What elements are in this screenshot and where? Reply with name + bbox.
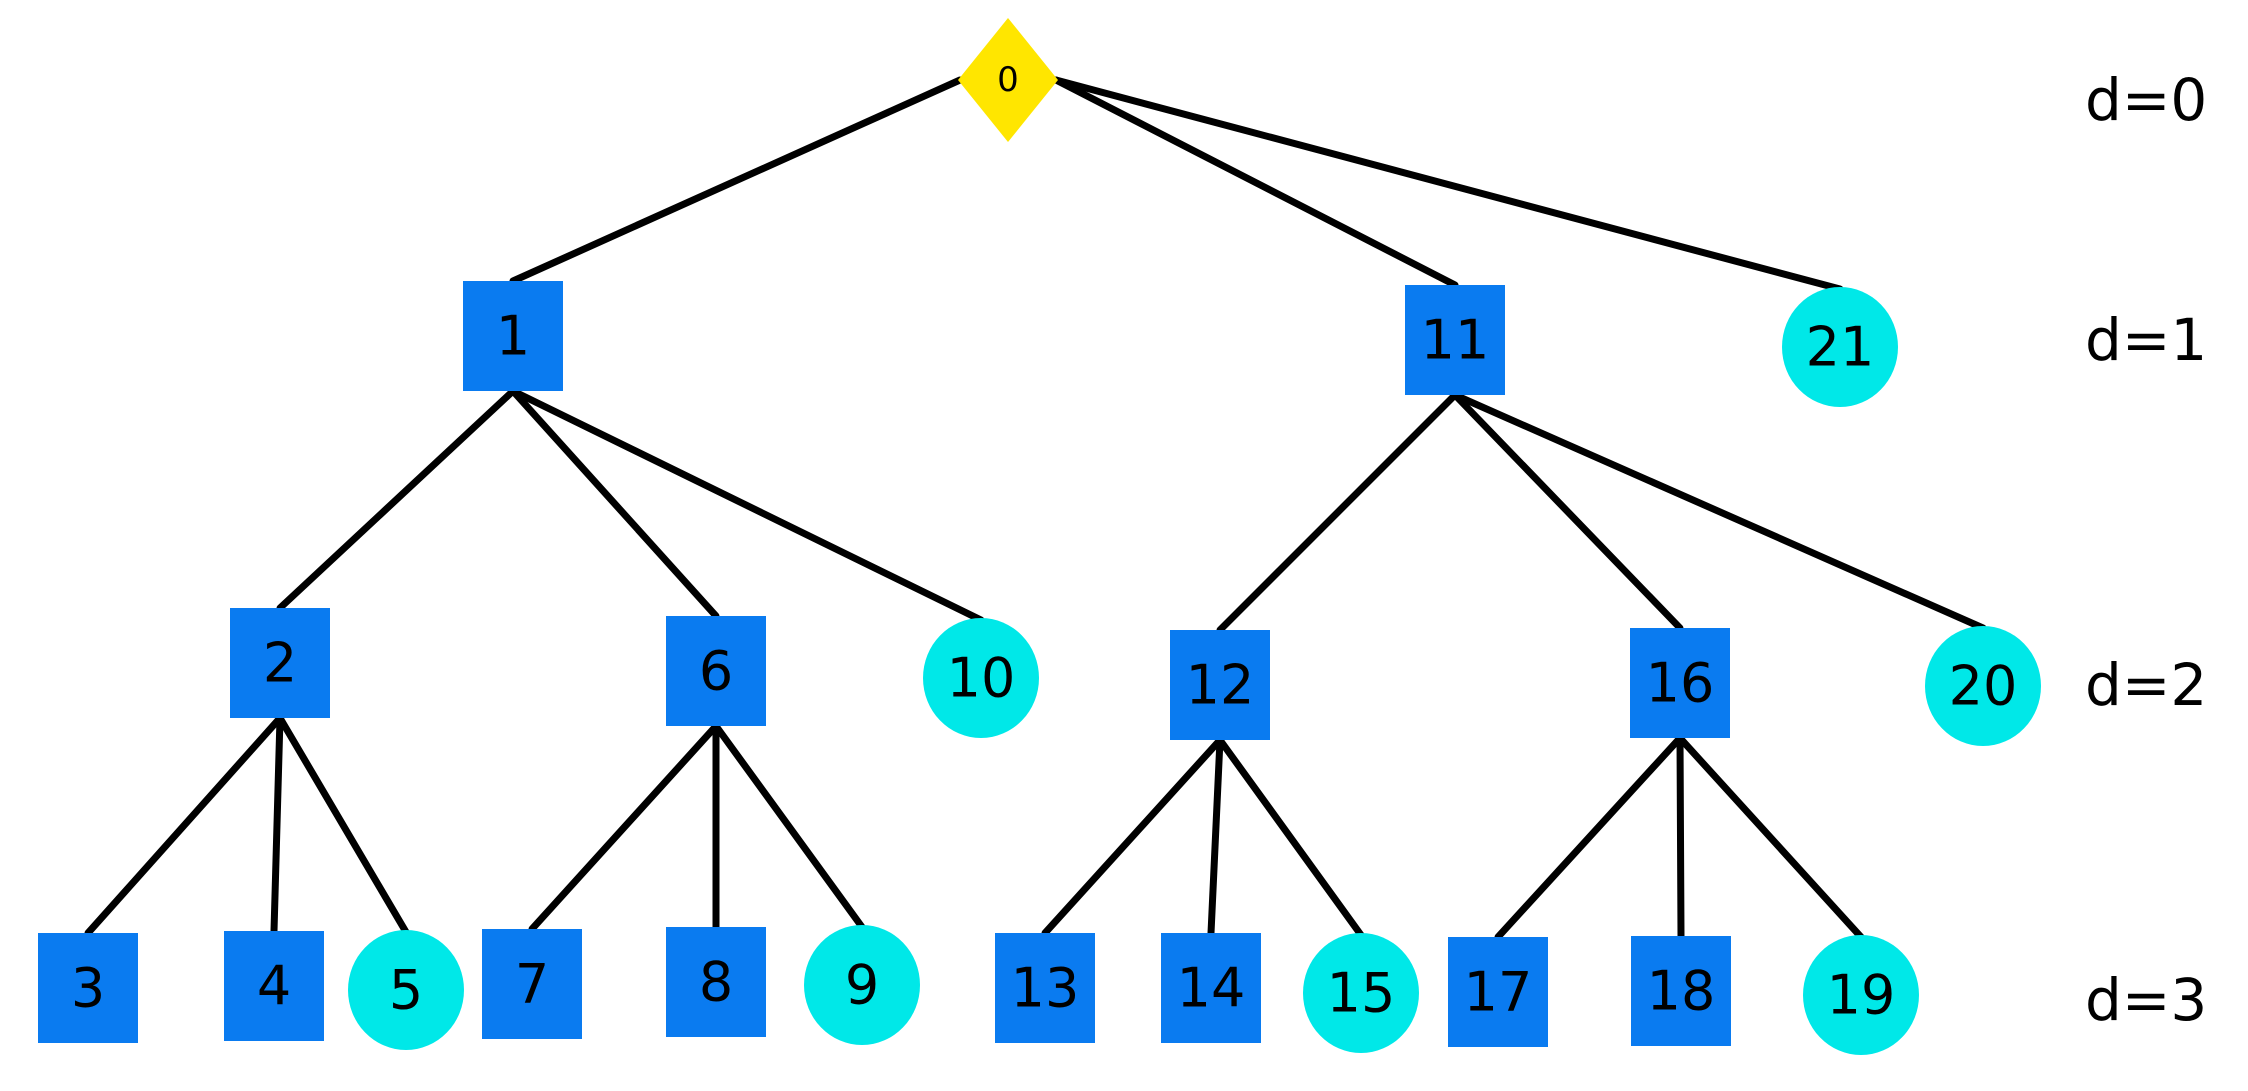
square-node-shape [1631, 936, 1731, 1046]
square-node-shape [1161, 933, 1261, 1043]
depth-labels: d=0 d=1 d=2 d=3 [2085, 66, 2207, 1034]
edge-0-21 [1052, 76, 1844, 293]
node-label: 6 [699, 640, 733, 703]
edge-16-18 [1676, 734, 1685, 940]
node-10: 10 [923, 618, 1039, 738]
square-node-shape [1405, 285, 1505, 395]
node-label: 12 [1186, 654, 1255, 717]
node-label: 15 [1327, 962, 1396, 1025]
square-node-shape [38, 933, 138, 1043]
edge-0-11 [1052, 76, 1459, 289]
node-label: 17 [1464, 961, 1533, 1024]
node-9: 9 [804, 925, 920, 1045]
edge-6-9 [712, 722, 866, 931]
node-5: 5 [348, 930, 464, 1050]
circle-node-shape [1925, 626, 2041, 746]
edge-16-19 [1676, 734, 1865, 941]
edge-16-17 [1494, 734, 1684, 941]
node-17: 17 [1448, 937, 1548, 1047]
square-node-shape [463, 281, 563, 391]
node-label: 7 [515, 953, 549, 1016]
circle-node-shape [804, 925, 920, 1045]
node-label: 16 [1646, 652, 1715, 715]
depth-label-1: d=1 [2085, 306, 2207, 374]
node-8: 8 [666, 927, 766, 1037]
node-label: 4 [257, 955, 291, 1018]
edge-2-3 [84, 714, 284, 937]
circle-node-shape [1303, 933, 1419, 1053]
circle-node-shape [923, 618, 1039, 738]
node-label: 1 [496, 305, 530, 368]
edges-layer [84, 76, 1987, 941]
edge-2-4 [270, 714, 284, 935]
node-15: 15 [1303, 933, 1419, 1053]
edge-0-1 [509, 76, 964, 285]
node-1: 1 [463, 281, 563, 391]
node-label: 9 [845, 954, 879, 1017]
node-12: 12 [1170, 630, 1270, 740]
node-label: 2 [263, 632, 297, 695]
node-label: 13 [1011, 957, 1080, 1020]
edge-12-13 [1041, 736, 1224, 937]
square-node-shape [995, 933, 1095, 1043]
circle-node-shape [348, 930, 464, 1050]
edge-1-10 [509, 387, 985, 624]
edge-6-7 [528, 722, 720, 933]
node-label: 21 [1806, 316, 1875, 379]
depth-label-2: d=2 [2085, 651, 2207, 719]
node-4: 4 [224, 931, 324, 1041]
edge-11-20 [1451, 391, 1987, 632]
node-19: 19 [1803, 935, 1919, 1055]
node-20: 20 [1925, 626, 2041, 746]
node-label: 11 [1421, 309, 1490, 372]
square-node-shape [666, 927, 766, 1037]
node-21: 21 [1782, 287, 1898, 407]
edge-1-6 [509, 387, 720, 620]
edge-2-5 [276, 714, 410, 936]
node-18: 18 [1631, 936, 1731, 1046]
square-node-shape [224, 931, 324, 1041]
square-node-shape [482, 929, 582, 1039]
square-node-shape [1448, 937, 1548, 1047]
node-label: 10 [947, 647, 1016, 710]
square-node-shape [1630, 628, 1730, 738]
node-2: 2 [230, 608, 330, 718]
node-3: 3 [38, 933, 138, 1043]
node-6: 6 [666, 616, 766, 726]
depth-label-3: d=3 [2085, 966, 2207, 1034]
square-node-shape [230, 608, 330, 718]
square-node-shape [1170, 630, 1270, 740]
node-0: 0 [958, 18, 1058, 142]
diamond-node-shape [958, 18, 1058, 142]
node-7: 7 [482, 929, 582, 1039]
node-11: 11 [1405, 285, 1505, 395]
node-label: 0 [997, 60, 1019, 100]
node-label: 20 [1949, 655, 2018, 718]
edge-11-12 [1216, 391, 1459, 634]
edge-1-2 [276, 387, 517, 612]
depth-label-0: d=0 [2085, 66, 2207, 134]
node-16: 16 [1630, 628, 1730, 738]
circle-node-shape [1803, 935, 1919, 1055]
square-node-shape [666, 616, 766, 726]
edge-12-14 [1207, 736, 1224, 937]
edge-11-16 [1451, 391, 1684, 632]
node-14: 14 [1161, 933, 1261, 1043]
node-13: 13 [995, 933, 1095, 1043]
node-label: 19 [1827, 964, 1896, 1027]
node-label: 18 [1647, 960, 1716, 1023]
node-label: 14 [1177, 957, 1246, 1020]
node-label: 5 [389, 959, 423, 1022]
circle-node-shape [1782, 287, 1898, 407]
edge-12-15 [1216, 736, 1365, 939]
node-label: 8 [699, 951, 733, 1014]
node-label: 3 [71, 957, 105, 1020]
